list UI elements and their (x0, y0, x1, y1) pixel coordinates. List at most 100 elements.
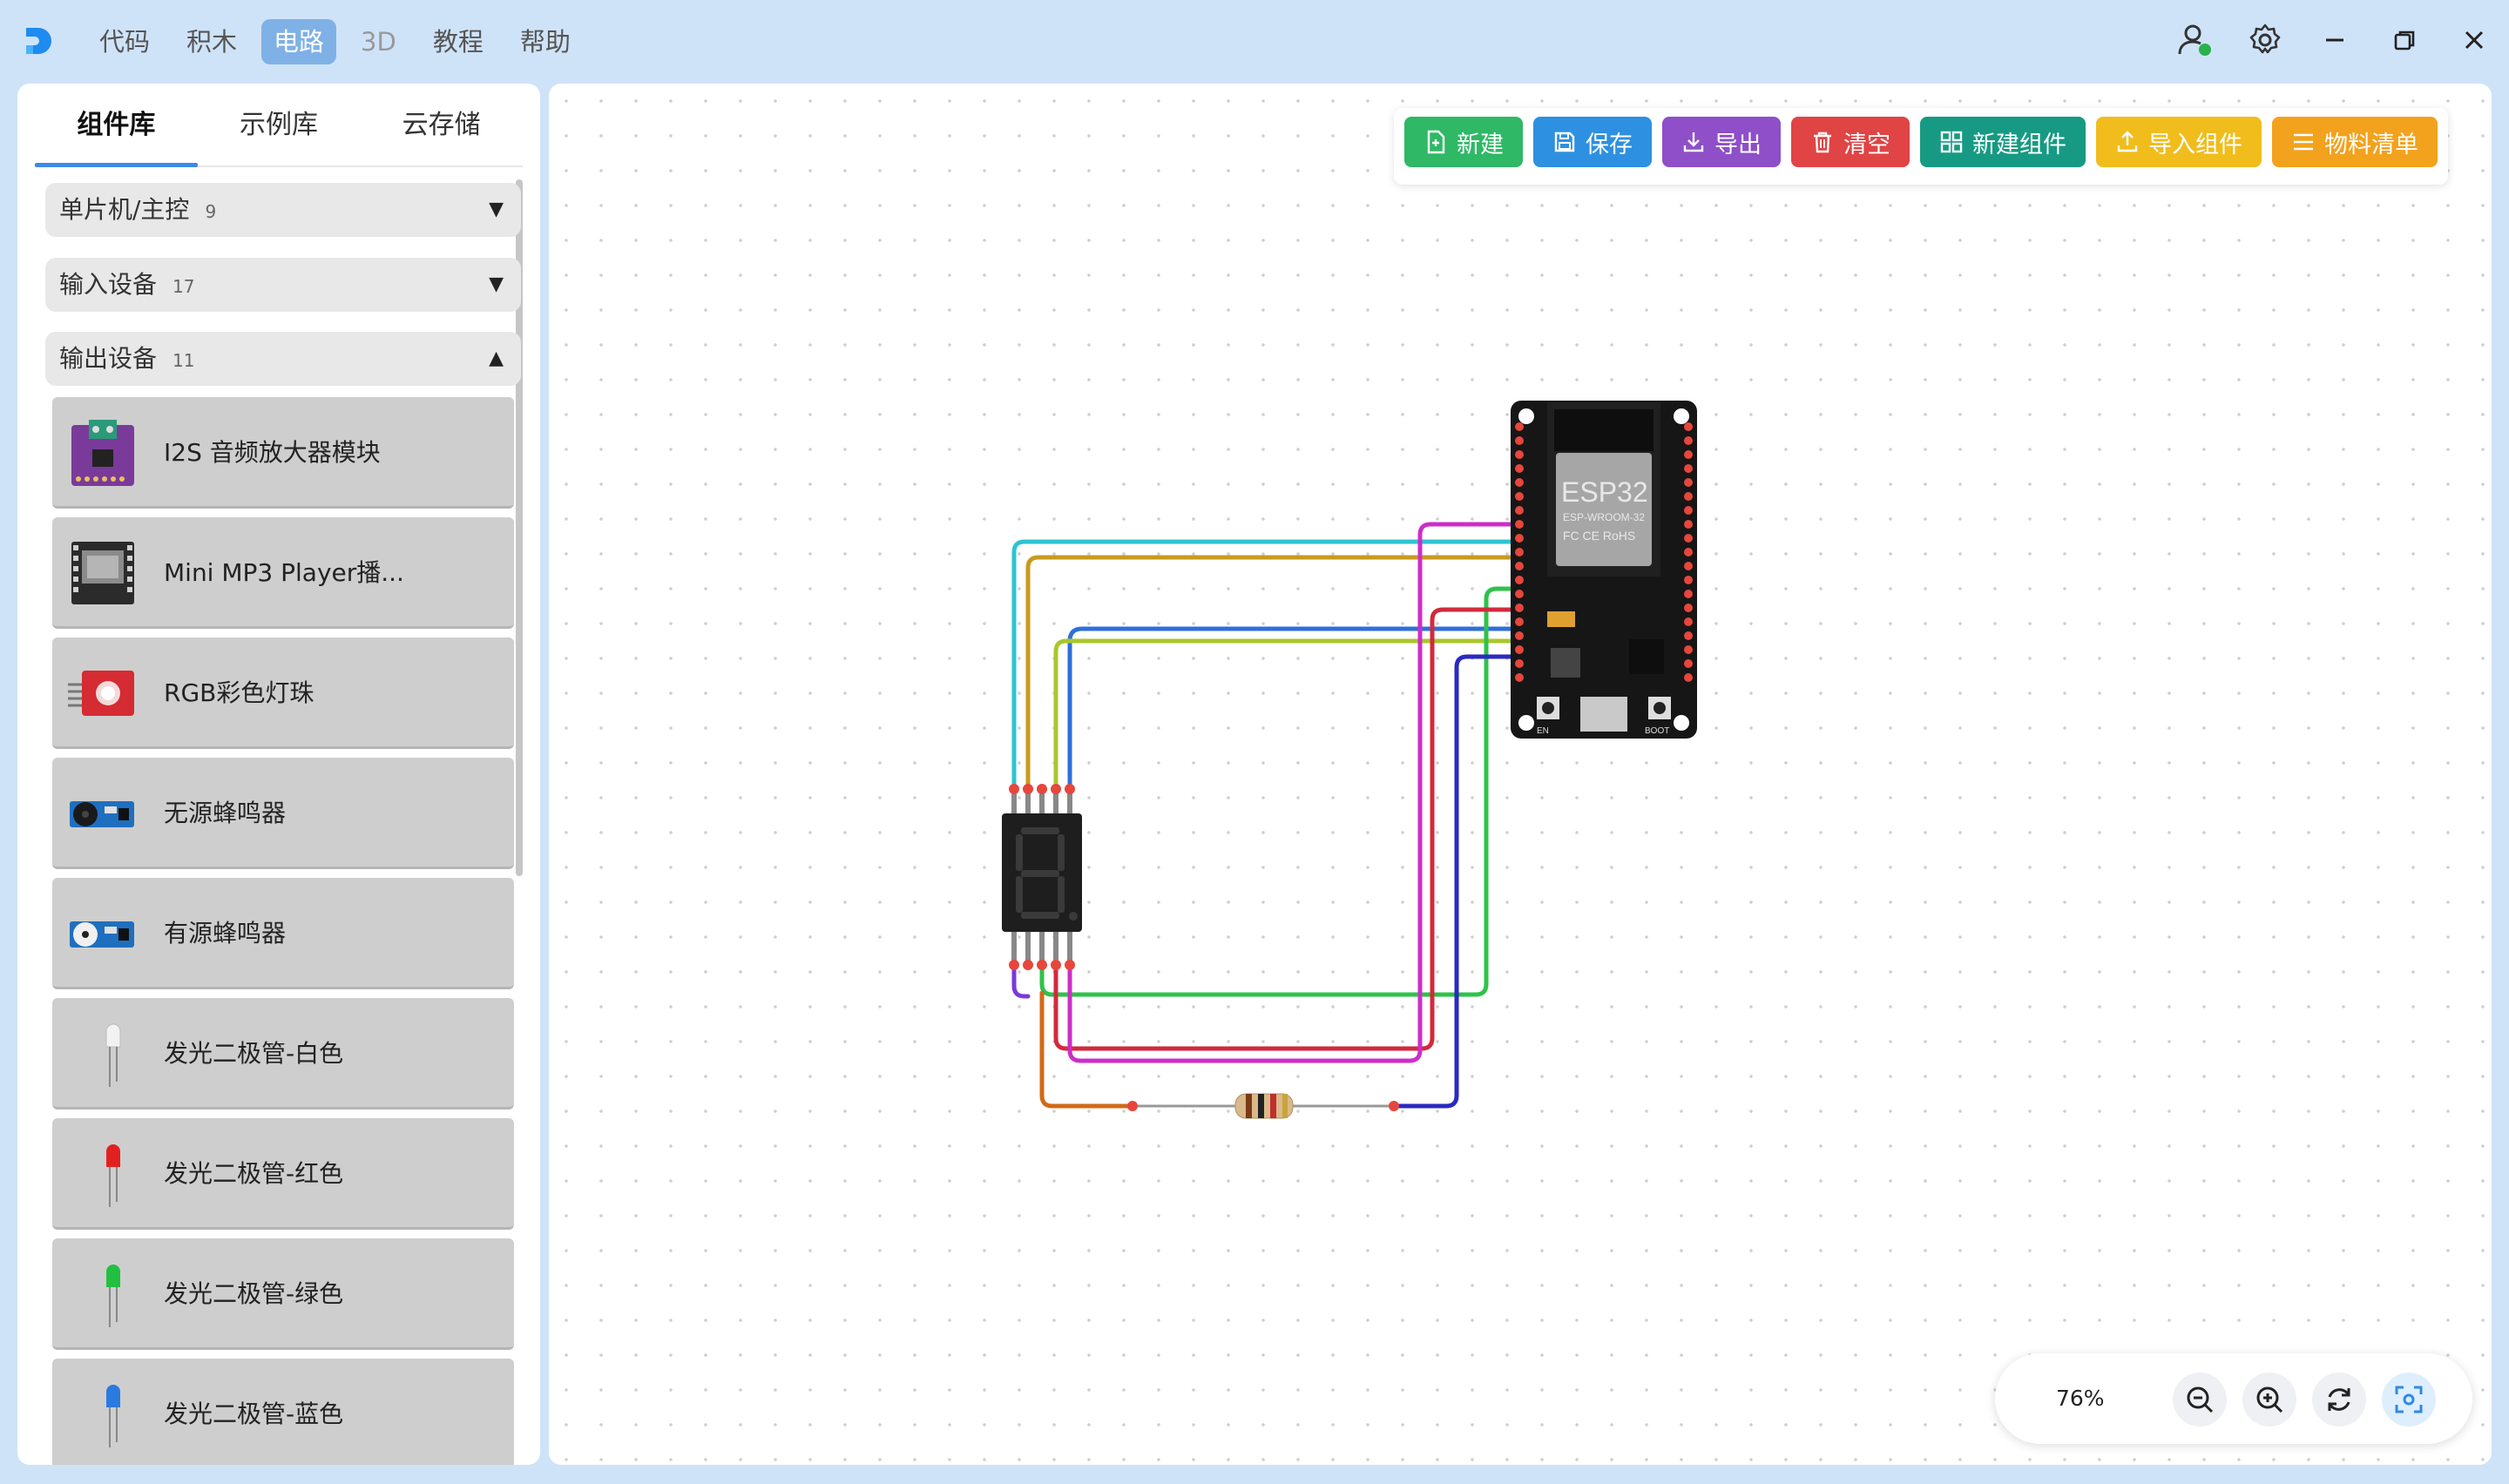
menu-tutorial[interactable]: 教程 (432, 27, 484, 57)
menu-3d[interactable]: 3D (361, 27, 396, 57)
component-label: 无源蜂鸣器 (164, 799, 287, 827)
wire-cyan[interactable] (1011, 539, 1518, 792)
wire-magenta[interactable] (1067, 522, 1518, 1063)
list-icon (2294, 133, 2313, 151)
upload-icon (2117, 131, 2138, 152)
menu-code[interactable]: 代码 (99, 27, 151, 57)
component-item[interactable]: 无源蜂鸣器 (52, 758, 514, 869)
export-button-label: 导出 (1714, 131, 1762, 159)
component-label: 有源蜂鸣器 (164, 919, 287, 948)
new-file-icon (1427, 130, 1445, 154)
clear-button[interactable]: 清空 (1791, 117, 1910, 167)
seven-segment-display[interactable] (1002, 784, 1082, 970)
component-label: 发光二极管-绿色 (164, 1279, 344, 1308)
new-component-button-label: 新建组件 (1972, 131, 2066, 159)
canvas-toolbar: 新建 保存 导出 清空 新建组件 导入组件 物料清单 (1394, 108, 2448, 185)
component-item[interactable]: 发光二极管-白色 (52, 998, 514, 1110)
menu-blocks[interactable]: 积木 (186, 27, 238, 57)
wire-lime[interactable] (1053, 638, 1518, 792)
chevron-down-icon: ▼ (489, 273, 504, 295)
wire-blue[interactable] (1067, 626, 1518, 792)
close-button[interactable] (2439, 16, 2509, 64)
esp32-cert-label: FC CE RoHS (1563, 529, 1635, 543)
green-led-icon (106, 1265, 120, 1327)
new-button-label: 新建 (1457, 131, 1504, 159)
title-bar: 代码 积木 电路 3D 教程 帮助 (0, 0, 2509, 82)
wire-red[interactable] (1053, 607, 1518, 1051)
grid-icon (1940, 131, 1963, 153)
settings-button[interactable] (2230, 16, 2300, 64)
component-label: I2S 音频放大器模块 (164, 438, 381, 467)
minimize-icon (2326, 38, 2343, 42)
mp3-player-icon (71, 542, 134, 604)
category-count: 9 (205, 201, 217, 222)
circuit-diagram: ESP32 ESP-WROOM-32 FC CE RoHS EN BOOT (1002, 401, 1697, 1119)
panel-scrollbar[interactable] (516, 179, 523, 876)
gear-icon (2249, 24, 2281, 54)
zoom-in-button[interactable] (2242, 1373, 2296, 1427)
wire-violet[interactable] (1011, 962, 1031, 999)
minimize-button[interactable] (2300, 16, 2370, 64)
zoom-out-icon (2187, 1386, 2214, 1413)
component-item[interactable]: 发光二极管-绿色 (52, 1238, 514, 1350)
bom-button[interactable]: 物料清单 (2272, 117, 2438, 167)
tab-example-library[interactable]: 示例库 (240, 110, 318, 140)
import-component-button-label: 导入组件 (2148, 131, 2242, 159)
esp32-board[interactable]: ESP32 ESP-WROOM-32 FC CE RoHS EN BOOT (1511, 401, 1697, 739)
passive-buzzer-icon (70, 801, 134, 827)
tab-cloud-storage[interactable]: 云存储 (402, 110, 481, 140)
wire-navy[interactable] (1391, 654, 1518, 1109)
import-component-button[interactable]: 导入组件 (2096, 117, 2262, 167)
user-online-icon (2178, 24, 2211, 56)
bom-button-label: 物料清单 (2324, 131, 2418, 159)
zoom-controls: 76% (1995, 1353, 2472, 1444)
component-label: Mini MP3 Player播... (164, 558, 404, 587)
esp32-module-label: ESP-WROOM-32 (1563, 511, 1645, 523)
component-label: RGB彩色灯珠 (164, 678, 314, 707)
save-icon (1554, 132, 1575, 152)
refresh-icon (2328, 1388, 2350, 1411)
component-item[interactable]: 发光二极管-红色 (52, 1118, 514, 1230)
component-item[interactable]: RGB彩色灯珠 (52, 637, 514, 749)
new-button[interactable]: 新建 (1404, 117, 1523, 167)
component-item[interactable]: 发光二极管-蓝色 (52, 1359, 514, 1465)
save-button[interactable]: 保存 (1533, 117, 1652, 167)
wire-gold[interactable] (1025, 555, 1518, 792)
fit-view-button[interactable] (2382, 1373, 2436, 1427)
zoom-level: 76% (2056, 1386, 2105, 1411)
category-count: 17 (172, 276, 195, 297)
circuit-canvas[interactable]: 新建 保存 导出 清空 新建组件 导入组件 物料清单 (549, 84, 2492, 1465)
amplifier-module-icon (71, 420, 134, 486)
blue-led-icon (106, 1385, 120, 1447)
component-item[interactable]: 有源蜂鸣器 (52, 878, 514, 989)
component-label: 发光二极管-白色 (164, 1039, 344, 1068)
reset-view-button[interactable] (2312, 1373, 2366, 1427)
panel-tabs: 组件库 示例库 云存储 (35, 84, 523, 167)
main-menu: 代码 积木 电路 3D 教程 帮助 (87, 19, 583, 64)
rgb-led-module-icon (68, 671, 134, 716)
wire-green[interactable] (1039, 586, 1518, 997)
red-led-icon (106, 1144, 120, 1207)
zoom-out-button[interactable] (2173, 1373, 2227, 1427)
tab-component-library[interactable]: 组件库 (35, 84, 198, 167)
menu-circuit[interactable]: 电路 (261, 19, 337, 64)
app-logo-icon (26, 28, 51, 54)
zoom-in-icon (2256, 1386, 2283, 1413)
user-button[interactable] (2161, 16, 2230, 64)
menu-help[interactable]: 帮助 (519, 27, 571, 57)
trash-icon (1814, 132, 1831, 153)
active-buzzer-icon (70, 921, 134, 948)
new-component-button[interactable]: 新建组件 (1920, 117, 2086, 167)
save-button-label: 保存 (1586, 131, 1633, 159)
export-button[interactable]: 导出 (1662, 117, 1781, 167)
wire-orange[interactable] (1039, 990, 1135, 1109)
component-item[interactable]: Mini MP3 Player播... (52, 517, 514, 629)
resistor[interactable] (1127, 1093, 1399, 1119)
component-item[interactable]: I2S 音频放大器模块 (52, 397, 514, 509)
boot-button-label: BOOT (1645, 726, 1669, 736)
focus-icon (2395, 1386, 2423, 1413)
restore-button[interactable] (2370, 16, 2439, 64)
